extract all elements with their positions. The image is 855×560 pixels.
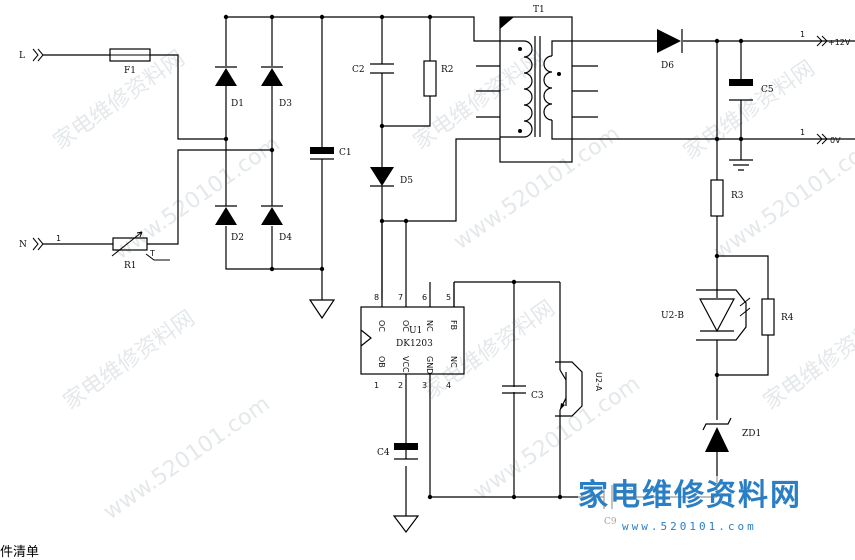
label-d2: D2 [231, 233, 244, 243]
label-c4: C4 [377, 448, 390, 458]
label-n: N [19, 240, 27, 250]
optocoupler-transistor-u2a: U2-A [555, 282, 603, 497]
label-u2b: U2-B [661, 311, 684, 321]
ic-pin-1: 1 [374, 381, 379, 390]
capacitor-c1: C1 [308, 14, 352, 320]
ic-name-fb: FB [449, 320, 458, 330]
ic-name-nc1: NC [425, 320, 434, 332]
ic-name-gnd: GND [425, 356, 434, 374]
ic-name-oc1: OC [377, 320, 386, 332]
ground-symbol-out [729, 159, 753, 171]
wire-l [43, 54, 226, 140]
ic-pin-5: 5 [446, 293, 451, 302]
ic-pin-8: 8 [374, 293, 379, 302]
ic-name-ob: OB [377, 356, 386, 368]
label-t1: T1 [533, 5, 545, 15]
wire-feedback [716, 41, 769, 497]
ground-symbol-2 [392, 515, 420, 533]
ic-pin-3: 3 [422, 381, 427, 390]
zener-zd1: ZD1 [702, 417, 761, 452]
label-l: L [19, 51, 25, 61]
ground-symbol-1 [308, 299, 336, 320]
label-t: T [149, 249, 155, 258]
diode-d5 [370, 167, 394, 186]
ic-ref: U1 [409, 326, 422, 336]
output-terminals: 1 1 +12V 0V [800, 30, 851, 145]
transformer-t1: T1 [476, 5, 598, 163]
label-pin-out1: 1 [800, 30, 805, 39]
wire-n [43, 149, 272, 245]
resistor-r3 [710, 179, 724, 217]
logo-site: www.520101.com [622, 520, 757, 533]
label-r1: R1 [124, 261, 137, 271]
capacitor-c3: C3 [502, 385, 544, 401]
ic-name-nc2: NC [449, 356, 458, 368]
logo-text: 家电维修资料网 [578, 478, 802, 513]
ic-pin-7: 7 [398, 293, 403, 302]
label-r3: R3 [731, 191, 744, 201]
ic-pin-2: 2 [398, 381, 403, 390]
label-c3: C3 [531, 391, 544, 401]
capacitor-c4: C4 [377, 443, 420, 533]
ic-name-oc2: OC [401, 320, 410, 332]
site-logo: 家电维修资料网 www.520101.com [578, 476, 853, 542]
ic-u1: 8 7 6 5 1 2 3 4 OC OC NC FB OB VCC GND N… [360, 218, 560, 497]
label-u2a: U2-A [594, 372, 603, 392]
label-f1: F1 [124, 66, 136, 76]
diode-d2 [215, 207, 237, 225]
label-zd1: ZD1 [742, 429, 761, 439]
label-c5: C5 [761, 85, 774, 95]
footer-text: 件清单 [0, 545, 40, 560]
diode-d1 [215, 68, 237, 86]
wire-primary [382, 16, 500, 222]
thermistor-r1 [112, 237, 148, 251]
snubber-network: C2 R2 D5 [352, 14, 454, 300]
watermark-url-3: www.520101.com [449, 121, 625, 254]
label-d6: D6 [661, 61, 674, 71]
capacitor-c5: C5 [714, 38, 774, 171]
diode-d3 [261, 68, 283, 86]
label-d4: D4 [279, 233, 292, 243]
ic-pin-4: 4 [446, 381, 451, 390]
watermark-cn-2: 家电维修资料网 [59, 306, 200, 415]
watermark-cn-5: 家电维修资料网 [679, 56, 820, 165]
label-d5: D5 [400, 176, 413, 186]
watermark-cn-1: 家电维修资料网 [49, 46, 190, 155]
label-pin-out2: 1 [800, 128, 805, 137]
input-terminals: L N 1 [19, 48, 61, 251]
watermark-cn-4: 家电维修资料网 [419, 296, 560, 405]
label-d3: D3 [279, 99, 292, 109]
label-r4: R4 [781, 313, 794, 323]
diode-d4 [261, 207, 283, 225]
resistor-r2 [423, 60, 437, 97]
ic-name-vcc: VCC [401, 356, 410, 373]
resistor-r4 [761, 298, 775, 336]
label-c1: C1 [339, 148, 352, 158]
label-d1: D1 [231, 99, 244, 109]
label-pin-n: 1 [56, 234, 61, 243]
label-out-0v: 0V [830, 136, 841, 145]
watermark-layer: 家电维修资料网 www.520101.com 家电维修资料网 www.52010… [49, 46, 855, 525]
label-r2: R2 [441, 65, 454, 75]
label-out-12v: +12V [828, 38, 851, 47]
bridge-rectifier: D1 D3 D2 D4 [215, 14, 430, 272]
watermark-url-2: www.520101.com [99, 391, 275, 524]
label-c2: C2 [352, 65, 365, 75]
ic-part: DK1203 [396, 339, 433, 349]
watermark-url-1: www.520101.com [109, 131, 285, 264]
diode-d6 [657, 29, 683, 53]
ic-pin-6: 6 [422, 293, 427, 302]
optocoupler-led-u2b: U2-B [661, 289, 751, 341]
